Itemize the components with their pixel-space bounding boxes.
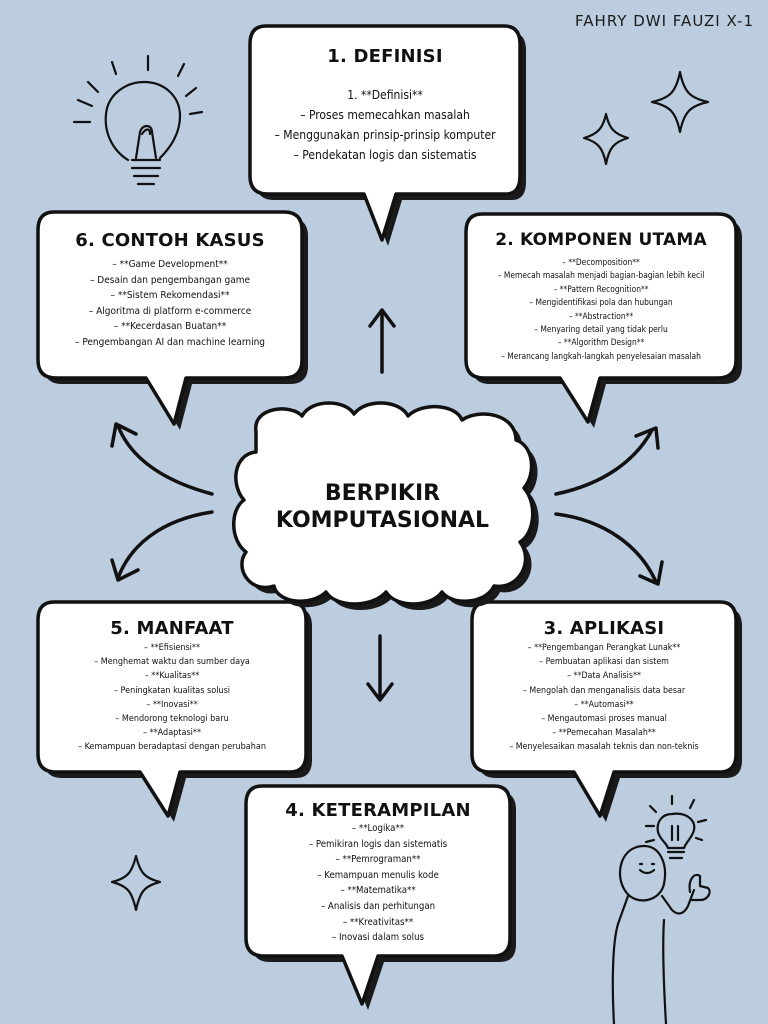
list-item: – **Automasi** xyxy=(574,699,634,710)
list-item: – Inovasi dalam solus xyxy=(331,932,425,944)
bubble-contoh-shape xyxy=(36,210,308,430)
center-title-line-2: KOMPUTASIONAL xyxy=(275,508,490,533)
list-item: – Kemampuan menulis kode xyxy=(317,869,439,881)
bubble-aplikasi: 3. APLIKASI – **Pengembangan Perangkat L… xyxy=(474,618,734,755)
list-item: – **Kecerdasan Buatan** xyxy=(113,321,227,332)
list-item: – **Pattern Recognition** xyxy=(553,283,649,294)
bubble-keterampilan-shape xyxy=(244,784,516,1010)
section-title-contoh: 6. CONTOH KASUS xyxy=(75,230,265,251)
lightbulb-icon xyxy=(72,54,204,186)
bubble-definisi: 1. DEFINISI 1. **Definisi** – Proses mem… xyxy=(252,46,518,165)
list-item: – Pengembangan AI dan machine learning xyxy=(74,336,266,348)
list-item: – Menyelesaikan masalah teknis dan non-t… xyxy=(509,742,699,753)
list-item: – Mendorong teknologi baru xyxy=(115,714,229,725)
arrow-lower-right xyxy=(554,512,664,586)
list-item: – **Pemrograman** xyxy=(335,854,421,866)
arrow-lower-left xyxy=(110,510,214,582)
list-item: – **Adaptasi** xyxy=(142,728,202,739)
section-title-aplikasi: 3. APLIKASI xyxy=(543,618,665,639)
list-item: – **Pengembangan Perangkat Lunak** xyxy=(527,643,681,653)
list-item: – Mengidentifikasi pola dan hubungan xyxy=(529,297,673,308)
arrow-down xyxy=(366,634,394,702)
list-item: – Pendekatan logis dan sistematis xyxy=(293,148,477,162)
list-item: – Analisis dan perhitungan xyxy=(320,900,436,912)
list-item: – **Game Development** xyxy=(112,259,228,270)
bubble-manfaat: 5. MANFAAT – **Efisiensi** – Menghemat w… xyxy=(40,618,304,755)
bubble-komponen: 2. KOMPONEN UTAMA – **Decomposition** – … xyxy=(466,230,736,363)
person-idea-icon xyxy=(611,794,711,1024)
list-item: – Menggunakan prinsip-prinsip komputer xyxy=(274,128,496,142)
list-item: – **Inovasi** xyxy=(146,699,198,710)
list-item: – **Decomposition** xyxy=(562,257,640,267)
bubble-manfaat-shape xyxy=(36,600,312,822)
bubble-keterampilan: 4. KETERAMPILAN – **Logika** – Pemikiran… xyxy=(248,800,508,946)
list-item: – **Efisiensi** xyxy=(143,643,201,653)
arrow-upper-left xyxy=(110,422,214,496)
sparkle-icon-small xyxy=(582,112,630,166)
list-item: – Pembuatan aplikasi dan sistem xyxy=(539,657,669,668)
list-item: – Algoritma di platform e-commerce xyxy=(88,305,252,317)
section-title-manfaat: 5. MANFAAT xyxy=(110,618,234,639)
center-title: BERPIKIR KOMPUTASIONAL xyxy=(250,480,515,534)
section-title-definisi: 1. DEFINISI xyxy=(327,46,443,67)
sparkle-icon-bottom-left xyxy=(110,854,162,912)
list-item: – **Abstraction** xyxy=(568,310,634,321)
list-item: – Pemikiran logis dan sistematis xyxy=(308,838,448,850)
list-item: – Mengolah dan menganalisis data besar xyxy=(522,685,686,696)
center-cloud-shape xyxy=(232,401,539,610)
list-item: – **Pemecahan Masalah** xyxy=(552,728,656,739)
list-item: – Desain dan pengembangan game xyxy=(89,274,251,286)
list-item: – **Sistem Rekomendasi** xyxy=(110,290,230,301)
bubble-komponen-shape xyxy=(464,212,742,428)
list-item: – **Logika** xyxy=(351,823,405,834)
list-item: – **Matematika** xyxy=(340,885,416,897)
list-item: – Memecah masalah menjadi bagian-bagian … xyxy=(497,270,705,281)
section-title-keterampilan: 4. KETERAMPILAN xyxy=(285,800,471,821)
bubble-definisi-shape xyxy=(248,24,526,246)
arrow-up xyxy=(368,308,396,374)
section-title-komponen: 2. KOMPONEN UTAMA xyxy=(495,230,707,250)
list-item: – **Algorithm Design** xyxy=(557,337,645,348)
list-item: 1. **Definisi** xyxy=(347,88,423,102)
bubble-contoh: 6. CONTOH KASUS – **Game Development** –… xyxy=(40,230,300,350)
list-item: – Kemampuan beradaptasi dengan perubahan xyxy=(78,742,266,753)
list-item: – Peningkatan kualitas solusi xyxy=(113,685,231,696)
list-item: – Menyaring detail yang tidak perlu xyxy=(534,324,668,335)
list-item: – Proses memecahkan masalah xyxy=(300,108,470,122)
list-item: – **Kualitas** xyxy=(144,671,200,682)
list-item: – **Data Analisis** xyxy=(567,671,641,682)
list-item: – Mengautomasi proses manual xyxy=(541,714,667,725)
list-item: – **Kreativitas** xyxy=(342,916,414,928)
sparkle-icon-large xyxy=(650,70,710,134)
list-item: – Merancang langkah-langkah penyelesaian… xyxy=(501,350,701,361)
arrow-upper-right xyxy=(554,426,660,496)
author-label: FAHRY DWI FAUZI X-1 xyxy=(575,12,754,30)
list-item: – Menghemat waktu dan sumber daya xyxy=(94,657,250,668)
bubble-aplikasi-shape xyxy=(470,600,742,822)
center-title-line-1: BERPIKIR xyxy=(324,481,441,506)
